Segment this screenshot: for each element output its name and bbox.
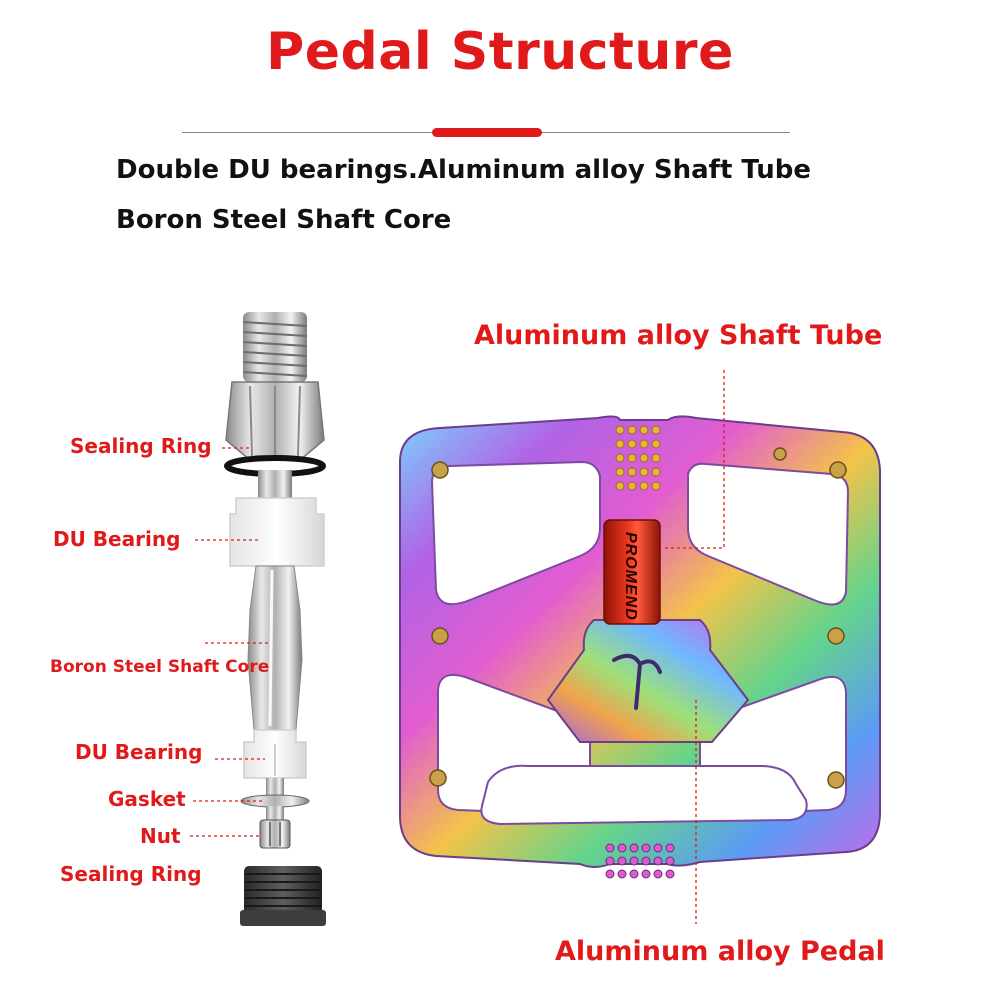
subtitle-line-1: Double DU bearings.Aluminum alloy Shaft … [116,155,812,185]
traction-pins-bottom [605,843,675,879]
pedal-brand-text: PROMEND [622,532,639,621]
pedal-logo-mark [612,653,662,710]
subtitle-line-2: Boron Steel Shaft Core [116,205,452,235]
pedal-cutout-upper-right [687,462,850,606]
divider-accent [432,128,542,137]
pedal-cutout-center-bottom [480,764,808,826]
label-du-bearing-bottom: DU Bearing [75,740,203,764]
label-boron-core: Boron Steel Shaft Core [50,657,270,677]
label-du-bearing-top: DU Bearing [53,527,181,551]
aluminum-shaft-tube [603,519,661,625]
leader-shaft-tube [664,370,725,549]
pedal-center-platform [546,619,750,743]
label-nut: Nut [140,824,181,848]
page-title: Pedal Structure [266,22,734,82]
label-sealing-ring-top: Sealing Ring [70,434,212,458]
label-shaft-tube: Aluminum alloy Shaft Tube [474,320,883,351]
traction-pins-top [615,425,661,491]
pedal-side-bolts [429,447,847,789]
du-bearing-top [229,497,325,567]
label-pedal: Aluminum alloy Pedal [555,936,885,967]
nut-part [259,819,291,849]
label-gasket: Gasket [108,787,186,811]
label-sealing-ring-bottom: Sealing Ring [60,862,202,886]
gasket-washer [240,794,310,808]
boron-steel-shaft-core [247,565,303,731]
